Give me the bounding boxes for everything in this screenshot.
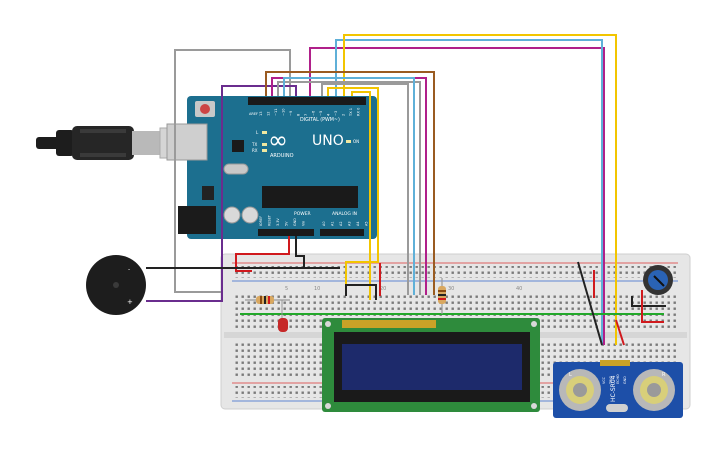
sensor-r-label: R [662, 372, 666, 378]
breadboard-col-label-40: 40 [516, 286, 522, 292]
wire-grey-gnd[interactable] [174, 49, 291, 293]
power-pin-label: A0 [322, 222, 326, 226]
microcontroller-chip [262, 186, 358, 208]
power-pin-label: A1 [331, 222, 335, 226]
analog-header [320, 229, 364, 236]
lcd-pin-header [342, 320, 436, 328]
sensor-pin-header [600, 360, 630, 366]
arduino-uno-board[interactable]: DIGITAL (PWM~) AREF ∞ ARDUINO UNO L TX R… [166, 96, 377, 239]
sensor-pin-label: GND [623, 376, 627, 384]
wire-purple-buzzer[interactable] [146, 85, 297, 302]
sensor-model-label: HC-SR04 [610, 375, 617, 402]
usb-chip [232, 140, 244, 152]
digital-pin-label: 4 [327, 113, 331, 116]
digital-pin-label: TX 1 [349, 108, 353, 117]
digital-pin-label: ~6 [312, 110, 316, 116]
piezo-buzzer[interactable]: - + [86, 255, 146, 315]
arduino-logo-icon: ∞ [268, 126, 288, 154]
power-pin-label: IOREF [259, 216, 263, 226]
resistor-led[interactable] [245, 296, 290, 304]
wire-black-pot[interactable] [631, 296, 666, 307]
breadboard-top-rail [232, 266, 678, 278]
digital-pin-label: ~10 [282, 108, 286, 116]
aref-label: AREF [249, 112, 258, 116]
digital-pin-label: 2 [342, 114, 346, 116]
breadboard-col-label-30: 30 [448, 286, 454, 292]
ultrasonic-sensor[interactable]: HC-SR04 L R [553, 360, 683, 418]
power-pin-label: Vin [302, 221, 306, 226]
wire-black-lcd[interactable] [345, 284, 377, 300]
power-header [258, 229, 314, 236]
led-tx-label: TX [251, 142, 257, 147]
sensor-l-label: L [569, 372, 572, 378]
power-pin-label: 3.3V [276, 218, 280, 226]
breadboard-col-label-5: 5 [285, 286, 288, 292]
power-pin-label: 5V [285, 221, 289, 226]
lcd-screen [342, 344, 522, 390]
power-pin-label: GND [293, 218, 297, 226]
arduino-model: UNO [312, 133, 344, 149]
power-label: POWER [294, 211, 311, 217]
usb-cable[interactable] [36, 126, 187, 160]
wire-yellow-1[interactable] [343, 34, 617, 345]
arduino-brand: ARDUINO [270, 153, 294, 159]
digital-pin-label: ~5 [319, 111, 323, 116]
digital-pin-label: 13 [259, 111, 263, 116]
digital-pin-label: ~11 [274, 108, 278, 116]
led-rx-label: RX [252, 148, 258, 153]
voltage-regulator [202, 186, 214, 200]
capacitor [241, 206, 259, 224]
wire-grey-3[interactable] [321, 83, 409, 295]
wire-blue-2[interactable] [283, 77, 415, 295]
digital-pin-label: 7 [304, 114, 308, 116]
red-led[interactable] [278, 300, 288, 332]
wire-black-gnd[interactable] [295, 236, 305, 268]
buzzer-minus-label: - [128, 266, 130, 273]
wire-brown-1[interactable] [265, 71, 435, 295]
wire-black-sensor[interactable] [577, 261, 603, 346]
wire-grey-2[interactable] [277, 81, 421, 295]
digital-pin-label: ~3 [334, 111, 338, 116]
wire-red-5v[interactable] [235, 236, 290, 272]
sensor-pin-label: VCC [602, 376, 606, 384]
lcd-16x2[interactable] [322, 318, 540, 412]
digital-pin-label: RX 0 [357, 107, 361, 116]
potentiometer[interactable] [643, 265, 673, 295]
power-pin-label: RESET [268, 214, 272, 226]
digital-pin-label: ~9 [289, 110, 293, 116]
wire-red-sensor-2[interactable] [615, 319, 625, 346]
power-pin-label: A5 [365, 222, 369, 226]
power-pin-label: A2 [339, 222, 343, 226]
breadboard-col-label-10: 10 [314, 286, 320, 292]
power-pin-label: A4 [356, 222, 360, 226]
wire-red-pot[interactable] [641, 290, 664, 323]
analog-label: ANALOG IN [332, 211, 357, 217]
power-pin-label: A3 [348, 222, 352, 226]
led-l-label: L [256, 130, 259, 135]
sensor-pin-label: TRIG [609, 376, 613, 385]
wire-blue-1[interactable] [335, 39, 603, 345]
led-on-label: ON [353, 139, 359, 144]
crystal [223, 163, 249, 175]
wire-yellow-3[interactable] [351, 91, 371, 300]
buzzer-plus-label: + [127, 298, 133, 306]
sensor-crystal [606, 404, 628, 412]
digital-header [248, 97, 366, 105]
resistor-lcd[interactable] [438, 278, 446, 314]
capacitor [223, 206, 241, 224]
digital-pin-label: 12 [267, 111, 271, 116]
sensor-pin-label: ECHO [616, 374, 620, 384]
digital-label: DIGITAL (PWM~) [300, 117, 340, 123]
wire-yellow-2[interactable] [327, 87, 379, 295]
breadboard-col-label-20: 20 [380, 286, 386, 292]
digital-pin-label: 8 [297, 113, 301, 116]
